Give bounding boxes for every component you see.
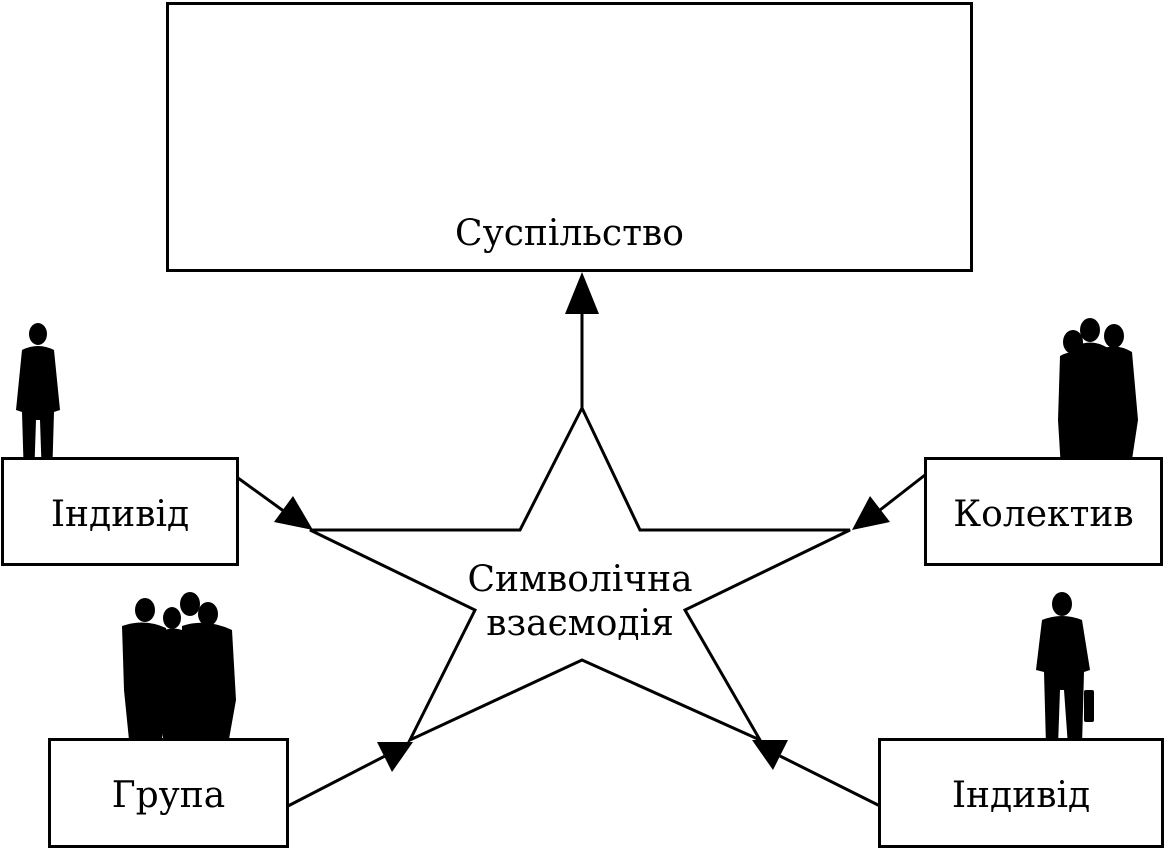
arrow-from-group bbox=[287, 742, 413, 808]
center-label: Символічна взаємодія bbox=[430, 558, 730, 646]
arrow-from-individual-right bbox=[752, 740, 881, 808]
individual-left-box: Індивід bbox=[1, 457, 239, 566]
arrow-from-individual-left bbox=[237, 476, 313, 530]
arrow-to-society bbox=[565, 272, 599, 408]
center-label-line1: Символічна bbox=[467, 559, 693, 600]
group-box: Група bbox=[48, 738, 289, 848]
group-label: Група bbox=[111, 775, 226, 816]
center-label-line2: взаємодія bbox=[486, 603, 674, 644]
society-label: Суспільство bbox=[455, 213, 684, 254]
individual-right-label: Індивід bbox=[951, 775, 1091, 816]
group-silhouette-icon bbox=[122, 592, 236, 758]
collective-label: Колектив bbox=[953, 494, 1134, 535]
individual-left-label: Індивід bbox=[50, 494, 190, 535]
businessman-silhouette-icon bbox=[1036, 592, 1094, 750]
society-box: Суспільство bbox=[166, 2, 973, 272]
arrow-from-collective bbox=[852, 473, 926, 530]
star-shape bbox=[309, 404, 851, 744]
individual-right-box: Індивід bbox=[878, 738, 1164, 848]
collective-box: Колектив bbox=[924, 457, 1163, 566]
